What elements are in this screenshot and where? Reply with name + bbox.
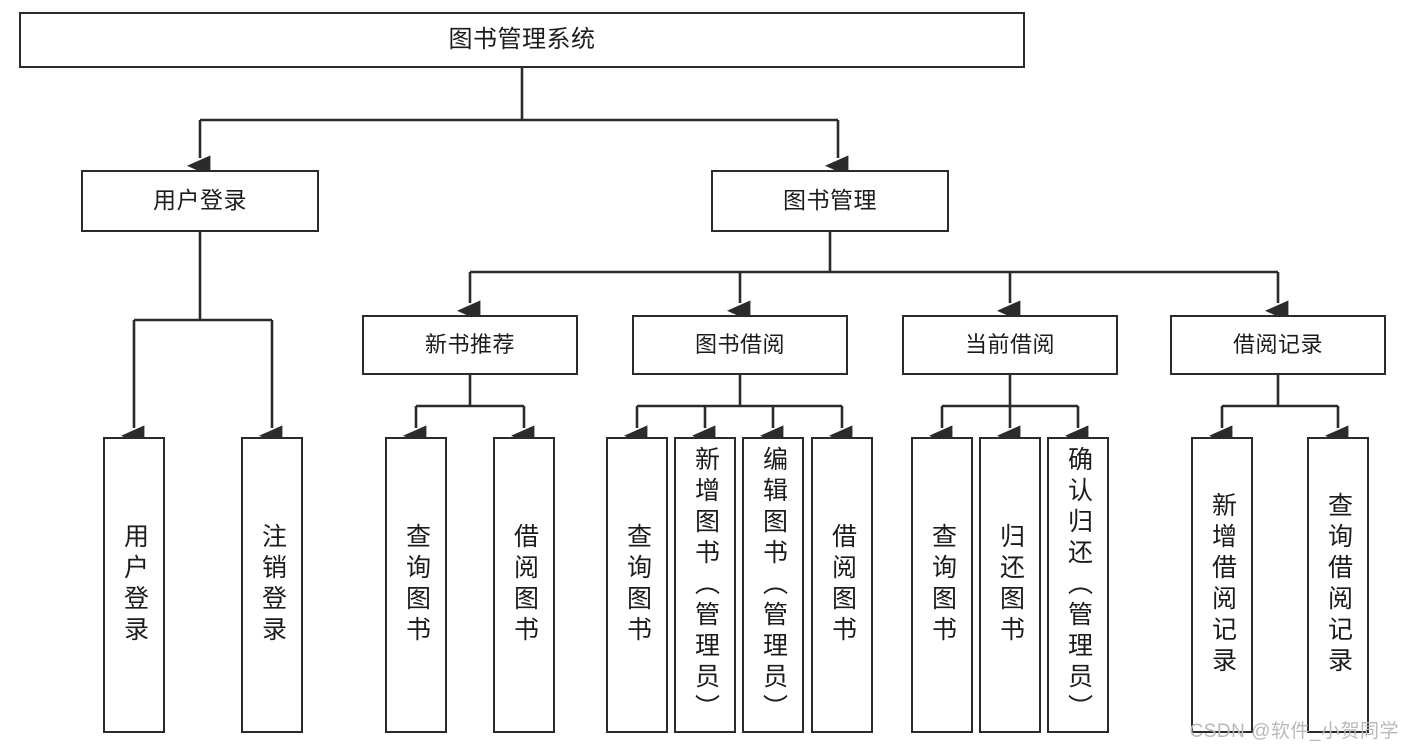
node-book-borrow[interactable]: 图书借阅	[632, 315, 848, 375]
node-label: 用户登录	[153, 187, 247, 214]
node-current-borrow[interactable]: 当前借阅	[902, 315, 1118, 375]
node-label: 图书借阅	[694, 331, 785, 357]
watermark-text: CSDN @软件_小贺同学	[1189, 721, 1399, 742]
node-label: 编辑图书（管理员）	[759, 445, 788, 725]
node-label: 图书管理	[783, 187, 877, 214]
leaf-query-book-current[interactable]: 查询图书	[911, 437, 973, 733]
node-label: 查询借阅记录	[1324, 492, 1353, 678]
leaf-edit-book-admin[interactable]: 编辑图书（管理员）	[742, 437, 804, 733]
node-label: 借阅图书	[510, 523, 539, 647]
node-user-login[interactable]: 用户登录	[81, 170, 319, 232]
node-label: 图书管理系统	[448, 25, 596, 53]
node-label: 新增图书（管理员）	[691, 445, 720, 725]
node-label: 借阅记录	[1232, 331, 1323, 357]
node-new-book-recommend[interactable]: 新书推荐	[362, 315, 578, 375]
leaf-query-borrow-record[interactable]: 查询借阅记录	[1307, 437, 1369, 733]
node-label: 归还图书	[996, 523, 1025, 647]
node-label: 注销登录	[258, 523, 287, 647]
node-label: 用户登录	[120, 523, 149, 647]
node-label: 借阅图书	[828, 523, 857, 647]
node-label: 当前借阅	[964, 331, 1055, 357]
node-book-management-system[interactable]: 图书管理系统	[19, 12, 1025, 68]
node-label: 查询图书	[623, 523, 652, 647]
node-label: 查询图书	[928, 523, 957, 647]
node-book-management[interactable]: 图书管理	[711, 170, 949, 232]
node-label: 查询图书	[402, 523, 431, 647]
leaf-add-borrow-record[interactable]: 新增借阅记录	[1191, 437, 1253, 733]
node-label: 新书推荐	[424, 331, 515, 357]
leaf-borrow-book[interactable]: 借阅图书	[811, 437, 873, 733]
node-label: 确认归还（管理员）	[1064, 445, 1093, 725]
leaf-logout[interactable]: 注销登录	[241, 437, 303, 733]
leaf-query-book-recommend[interactable]: 查询图书	[385, 437, 447, 733]
leaf-add-book-admin[interactable]: 新增图书（管理员）	[674, 437, 736, 733]
leaf-return-book[interactable]: 归还图书	[979, 437, 1041, 733]
leaf-borrow-book-recommend[interactable]: 借阅图书	[493, 437, 555, 733]
leaf-confirm-return-admin[interactable]: 确认归还（管理员）	[1047, 437, 1109, 733]
node-label: 新增借阅记录	[1208, 492, 1237, 678]
leaf-query-book-borrow[interactable]: 查询图书	[606, 437, 668, 733]
leaf-user-login[interactable]: 用户登录	[103, 437, 165, 733]
node-borrow-record[interactable]: 借阅记录	[1170, 315, 1386, 375]
